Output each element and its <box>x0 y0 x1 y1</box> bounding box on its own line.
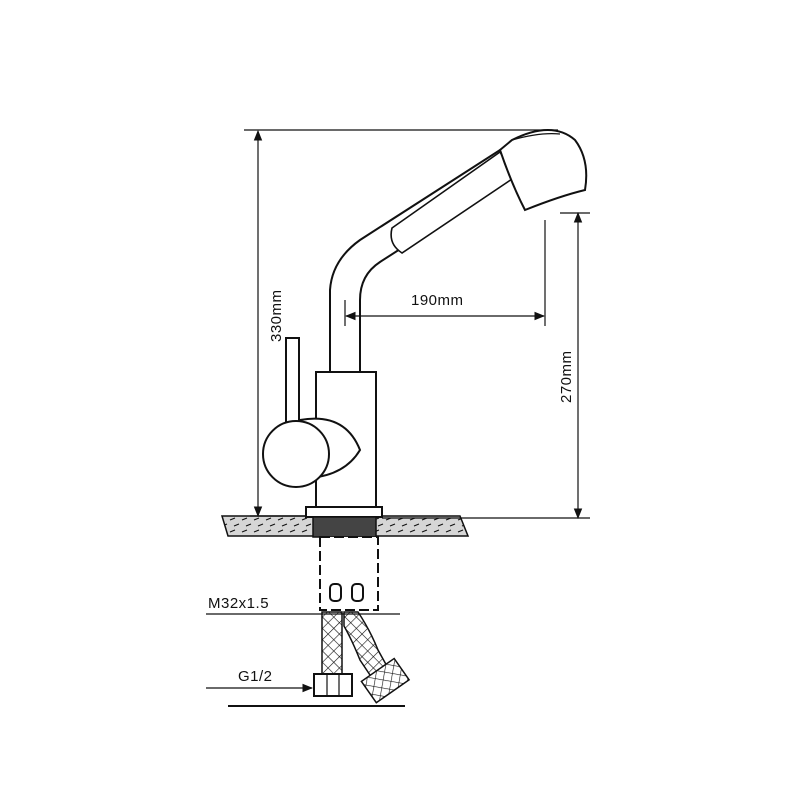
connection-label: G1/2 <box>238 668 273 685</box>
lever-handle <box>262 337 362 488</box>
under-counter-shank <box>319 536 379 611</box>
callout-thread: M32x1.5 <box>206 595 400 615</box>
dimension-spout-height: 270mm <box>382 211 590 520</box>
callout-connection: G1/2 <box>206 668 405 707</box>
thread-label: M32x1.5 <box>208 595 269 612</box>
total-height-label: 330mm <box>268 289 285 342</box>
dimension-spout-reach: 190mm <box>344 220 546 326</box>
faucet-body <box>305 129 588 538</box>
spout-height-label: 270mm <box>558 350 575 403</box>
dimension-total-height: 330mm <box>244 129 558 518</box>
spout-reach-label: 190mm <box>411 292 464 309</box>
supply-hoses <box>313 611 411 704</box>
